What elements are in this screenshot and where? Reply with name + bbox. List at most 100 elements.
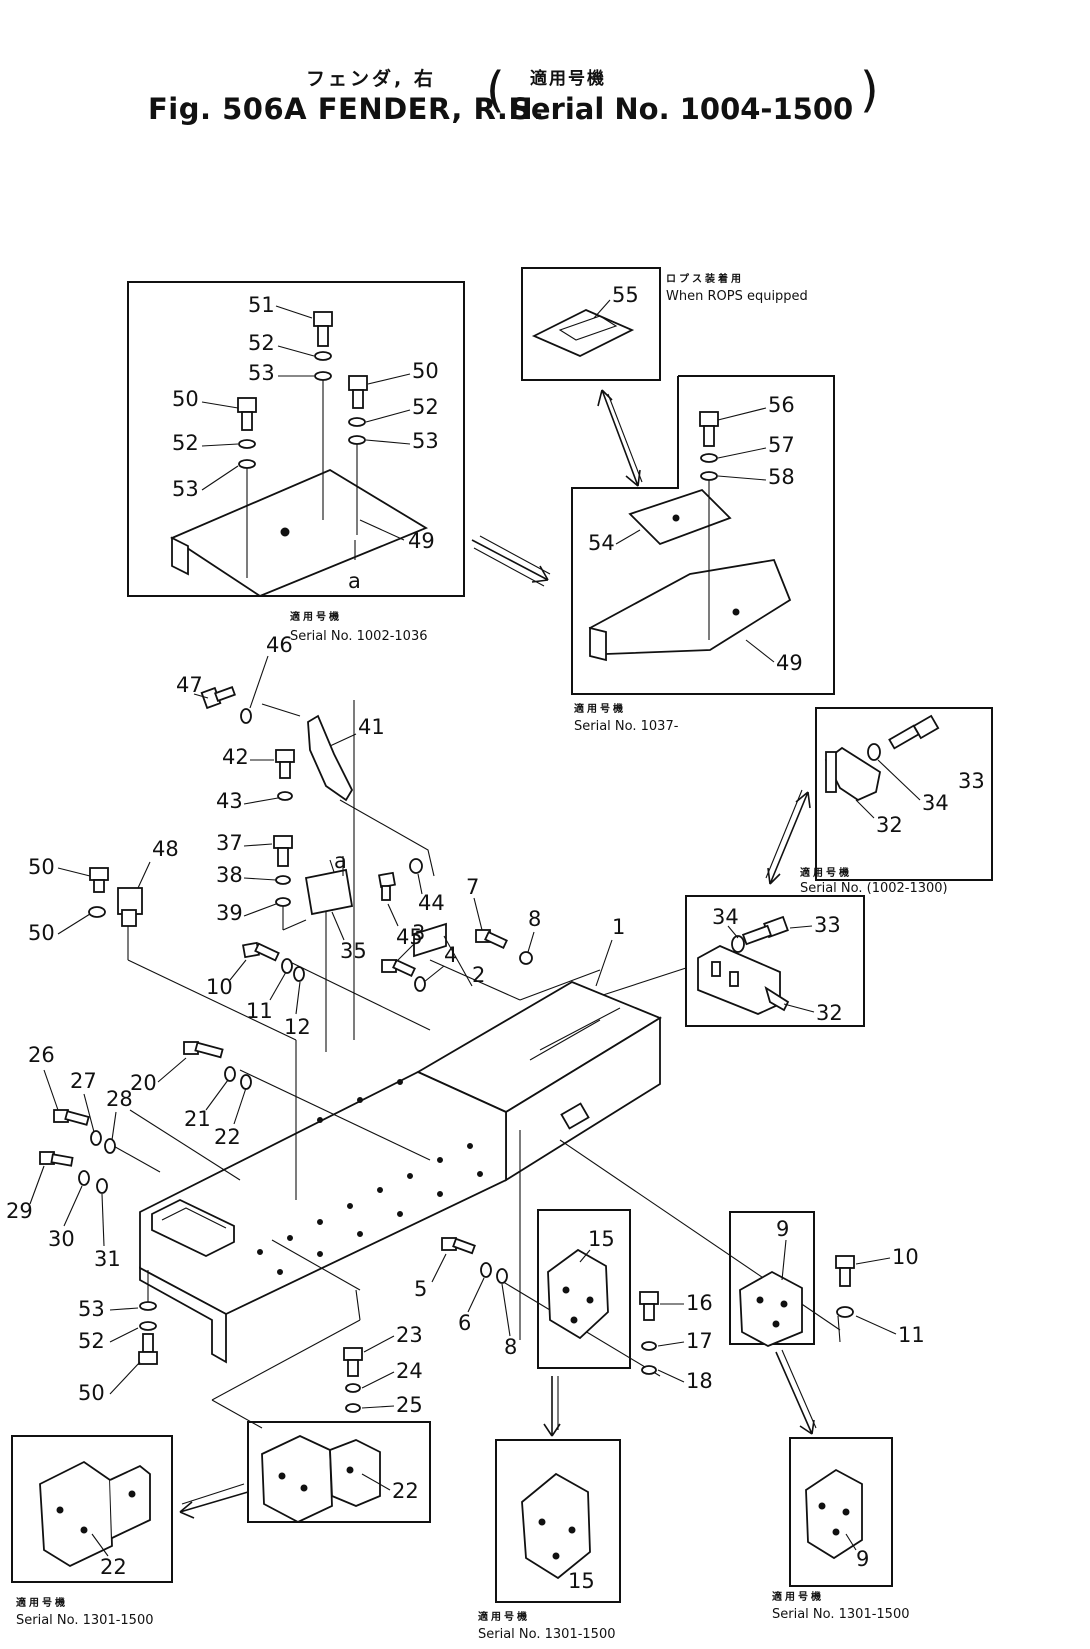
bolt-47	[89, 867, 109, 893]
bolt-43	[378, 871, 396, 901]
washer-8b	[496, 1268, 508, 1284]
callout-24: 24	[396, 1359, 423, 1383]
callout-9: 9	[776, 1217, 789, 1241]
bolt-26	[53, 1109, 90, 1126]
callout-52: 52	[412, 395, 439, 419]
washer-20	[224, 1066, 236, 1082]
callout-1: 1	[612, 915, 625, 939]
caption-jp-box-top-left: 適用号機	[290, 610, 342, 623]
bolt-45	[200, 686, 236, 710]
cover-2	[413, 922, 447, 958]
callout-16: 16	[686, 1291, 713, 1315]
title-japanese-serial: 適用号機	[530, 69, 606, 89]
callout-56: 56	[768, 393, 795, 417]
bolt-12	[242, 941, 280, 962]
caption-bottom-mid: Serial No. 1301-1500	[478, 1627, 616, 1642]
plate-22-new	[39, 1460, 113, 1568]
washer-17	[641, 1341, 657, 1351]
bracket-46-group	[88, 867, 143, 927]
inset-box-bottom-left: 22 適用号機 Serial No. 1301-1500	[11, 1435, 173, 1628]
inset-box-plate-15	[537, 1209, 631, 1369]
bolt-6	[475, 929, 508, 950]
bolt-50-bottom	[138, 1333, 158, 1365]
callout-30: 30	[48, 1227, 75, 1251]
bracket-39-group: a	[200, 686, 435, 931]
callout-21: 22	[214, 1125, 241, 1149]
callout-2: 2	[472, 963, 485, 987]
callout-50: 50	[412, 359, 439, 383]
callout-28: 28	[106, 1087, 133, 1111]
bolt-33-old	[888, 714, 940, 750]
callout-36: 37	[216, 831, 243, 855]
callout-49: 49	[408, 529, 435, 553]
callout-22: 22	[392, 1479, 419, 1503]
callout-47: 50	[28, 855, 55, 879]
inset-box-bottom-mid: 15 適用号機 Serial No. 1301-1500	[478, 1439, 621, 1642]
nut-11	[836, 1306, 854, 1318]
washer-21	[240, 1074, 252, 1090]
callout-8: 8	[504, 1335, 517, 1359]
callout-13: 11	[246, 999, 273, 1023]
callout-7: 6	[458, 1311, 471, 1335]
washer-41	[277, 791, 293, 801]
assembly-line	[599, 967, 687, 997]
callout-19: 20	[130, 1071, 157, 1095]
callout-37: 38	[216, 863, 243, 887]
arrow-bracket-link	[765, 789, 811, 885]
bracket-39	[307, 714, 354, 802]
fender-bracket	[171, 536, 189, 576]
washer-28	[104, 1138, 116, 1154]
callout-55: 55	[612, 283, 639, 307]
caption-jp-box-top-right: 適用号機	[574, 702, 626, 715]
callout-15: 15	[568, 1569, 595, 1593]
callout-39: 41	[358, 715, 385, 739]
main-callouts: 46 47 41 42 43 37 38 39 35 45 44 48 50	[6, 633, 925, 1503]
callout-51: 51	[248, 293, 275, 317]
callout-42: 44	[418, 891, 445, 915]
plate-9	[739, 1270, 803, 1347]
washer-14	[293, 966, 305, 982]
title-japanese: フェンダ, 右	[306, 68, 436, 90]
callout-38: 39	[216, 901, 243, 925]
hole-mark	[280, 527, 290, 537]
arrow-to-serial-1037	[471, 535, 551, 587]
callout-26: 26	[28, 1043, 55, 1067]
callout-8: 8	[528, 907, 541, 931]
callout-52: 52	[172, 431, 199, 455]
washer-53-bottom	[139, 1301, 157, 1311]
plate-15	[547, 1248, 609, 1340]
washer-34	[731, 935, 745, 953]
callout-32: 32	[876, 813, 903, 837]
bolt-33	[741, 915, 789, 946]
arrow-rops-link	[597, 389, 643, 487]
washer-53-right	[348, 435, 366, 445]
callout-9: 9	[856, 1547, 869, 1571]
inset-box-bracket-32: 34 33 32	[685, 895, 865, 1027]
inset-box-plate-9	[729, 1211, 815, 1347]
washer-52-right	[348, 417, 366, 427]
callout-25: 25	[396, 1393, 423, 1417]
callout-41: 43	[216, 789, 243, 813]
callout-53: 53	[172, 477, 199, 501]
caption-bottom-right: Serial No. 1301-1500	[772, 1607, 910, 1622]
callout-53: 53	[412, 429, 439, 453]
bolt-5	[441, 1237, 476, 1255]
callout-32: 32	[816, 1001, 843, 1025]
callout-58: 58	[768, 465, 795, 489]
caption-box-top-right: Serial No. 1037-	[574, 719, 679, 734]
bolt-51	[313, 311, 333, 347]
bottom-arrows	[179, 1349, 817, 1519]
caption-box-top-left: Serial No. 1002-1036	[290, 629, 428, 644]
washer-18	[641, 1365, 657, 1375]
caption-jp-bottom-left: 適用号機	[16, 1596, 68, 1609]
callout-17: 17	[686, 1329, 713, 1353]
callout-6: 7	[466, 875, 479, 899]
washer-24	[345, 1383, 361, 1393]
frame-holes	[257, 1079, 483, 1275]
frame-end	[139, 1266, 227, 1364]
block-35	[304, 868, 354, 916]
bolt-3	[381, 958, 416, 978]
bracket-32-old	[824, 746, 882, 802]
inset-box-serial-1002-1036: a 51 52 53 50 52 53 50 52 53 49 適用号機 Ser…	[127, 281, 465, 644]
washer-52-bottom	[139, 1321, 157, 1331]
